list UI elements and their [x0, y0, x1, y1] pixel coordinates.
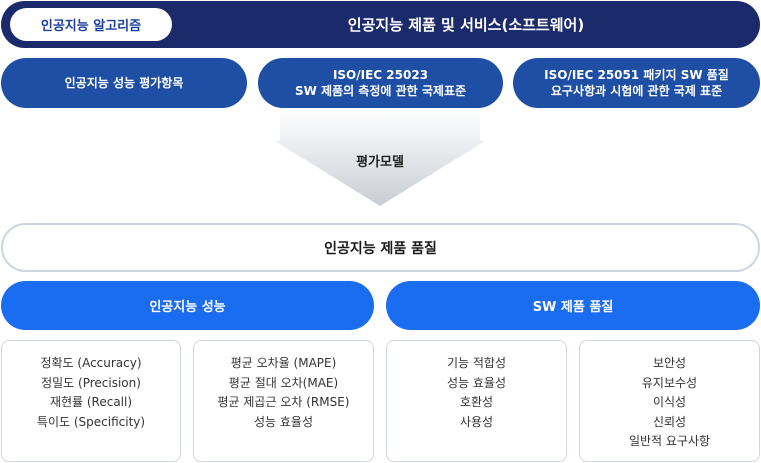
down-arrow-icon	[275, 108, 485, 206]
metric-item: 성능 효율성	[253, 414, 313, 429]
ai-metrics-box-2: 평균 오차율 (MAPE) 평균 절대 오차(MAE) 평균 제곱근 오차 (R…	[193, 340, 374, 462]
metric-item: 정밀도 (Precision)	[41, 375, 141, 390]
standard-line: 인공지능 성능 평가항목	[64, 76, 184, 90]
metric-item: 평균 제곱근 오차 (RMSE)	[217, 395, 350, 409]
standard-iso-25051: ISO/IEC 25051 패키지 SW 품질 요구사항과 시험에 관한 국제 …	[513, 58, 760, 108]
category-sw-quality: SW 제품 품질	[386, 281, 760, 330]
quality-item: 보안성	[652, 356, 687, 370]
standard-line: ISO/IEC 25023	[332, 68, 429, 82]
category-ai-performance: 인공지능 성능	[1, 281, 374, 330]
quality-item: 기능 적합성	[446, 356, 506, 370]
header-title: 인공지능 제품 및 서비스(소프트웨어)	[347, 16, 585, 34]
metric-item: 재현률 (Recall)	[49, 395, 133, 409]
metric-item: 정확도 (Accuracy)	[40, 356, 142, 370]
metric-item: 특이도 (Specificity)	[36, 414, 146, 429]
quality-item: 신뢰성	[652, 414, 687, 429]
quality-item: 이식성	[652, 395, 687, 409]
quality-item: 일반적 요구사항	[628, 434, 711, 448]
algorithm-badge: 인공지능 알고리즘	[10, 8, 172, 41]
standard-line: ISO/IEC 25051 패키지 SW 품질	[544, 68, 729, 82]
standard-iso-25023: ISO/IEC 25023 SW 제품의 측정에 관한 국제표준	[258, 58, 503, 108]
quality-item: 성능 효율성	[446, 375, 506, 390]
ai-metrics-box-1: 정확도 (Accuracy) 정밀도 (Precision) 재현률 (Reca…	[1, 340, 181, 462]
standard-line: 요구사항과 시험에 관한 국제 표준	[550, 84, 723, 98]
quality-item: 호환성	[459, 395, 494, 409]
standard-line: SW 제품의 측정에 관한 국제표준	[294, 84, 467, 98]
sw-quality-box-2: 보안성 유지보수성 이식성 신뢰성 일반적 요구사항	[579, 340, 760, 462]
product-service-header: 인공지능 알고리즘 인공지능 제품 및 서비스(소프트웨어)	[1, 1, 760, 48]
metric-item: 평균 절대 오차(MAE)	[228, 375, 339, 390]
evaluation-model-label: 평가모델	[356, 155, 404, 170]
quality-item: 유지보수성	[641, 375, 698, 390]
sw-quality-box-1: 기능 적합성 성능 효율성 호환성 사용성	[386, 340, 567, 462]
standard-ai-performance: 인공지능 성능 평가항목	[1, 58, 247, 108]
quality-item: 사용성	[459, 414, 494, 429]
ai-product-quality-bar: 인공지능 제품 품질	[1, 223, 760, 272]
metric-item: 평균 오차율 (MAPE)	[230, 356, 337, 370]
